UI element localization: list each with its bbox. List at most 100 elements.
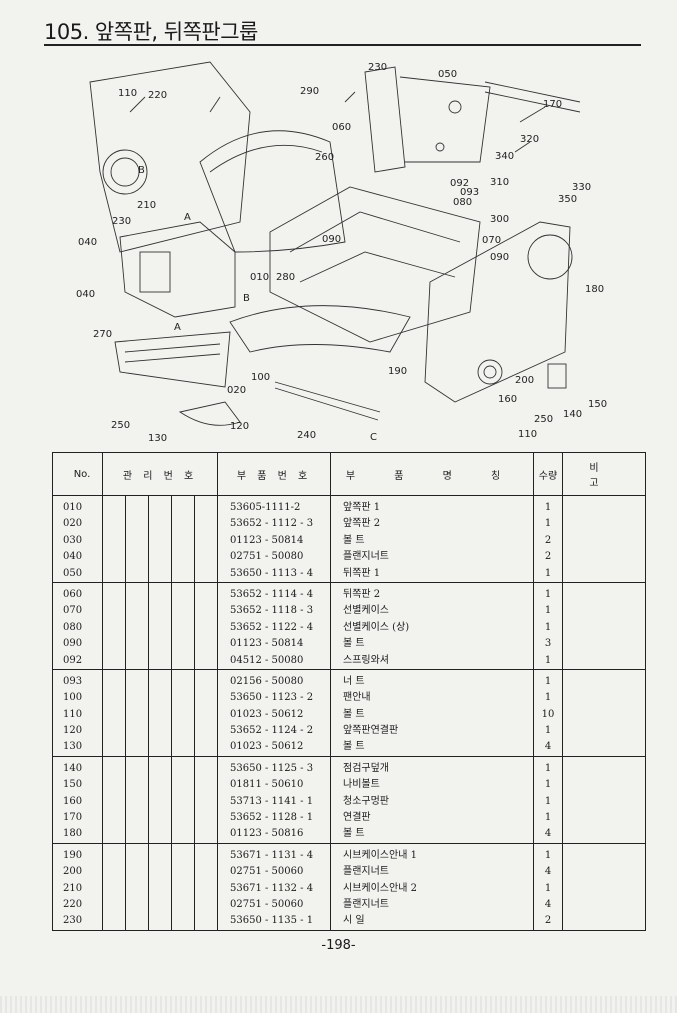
cell-no-value: 092 (63, 654, 83, 666)
cell-mgmt (194, 582, 218, 670)
svg-text:330: 330 (572, 182, 591, 193)
svg-text:220: 220 (148, 90, 167, 101)
svg-text:092: 092 (450, 178, 469, 189)
cell-part-no-value: 01023 - 50612 (230, 741, 304, 753)
cell-no-value: 160 (63, 795, 83, 807)
cell-part-no-value: 02751 - 50060 (230, 866, 304, 878)
cell-mgmt (194, 843, 218, 931)
cell-mgmt (102, 669, 126, 757)
cell-no-value: 140 (63, 762, 83, 774)
cell-qty-value: 1 (544, 654, 552, 666)
svg-text:310: 310 (490, 177, 509, 188)
cell-part-name-value: 볼 트 (343, 534, 365, 546)
cell-qty-value: 1 (544, 588, 552, 600)
cell-part-no-value: 53652 - 1124 - 2 (230, 725, 314, 737)
col-mgmt-header: 관 리 번 호 (102, 452, 218, 496)
cell-qty-value: 1 (544, 812, 552, 824)
cell-mgmt (125, 756, 149, 844)
svg-text:110: 110 (118, 88, 137, 99)
svg-text:340: 340 (495, 151, 514, 162)
svg-text:150: 150 (588, 399, 607, 410)
svg-text:230: 230 (368, 62, 387, 73)
cell-qty-value: 1 (544, 795, 552, 807)
cell-qty-value: 1 (544, 692, 552, 704)
cell-no-value: 220 (63, 898, 83, 910)
svg-text:320: 320 (520, 134, 539, 145)
cell-part-no-value: 53652 - 1112 - 3 (230, 518, 314, 530)
svg-text:070: 070 (482, 235, 501, 246)
cell-mgmt (194, 756, 218, 844)
cell-no-value: 040 (63, 551, 83, 563)
cell-mgmt (171, 756, 195, 844)
svg-text:A: A (174, 322, 181, 333)
svg-text:020: 020 (227, 385, 246, 396)
cell-part-no-value: 53652 - 1122 - 4 (230, 621, 314, 633)
cell-mgmt (171, 669, 195, 757)
svg-text:100: 100 (251, 372, 270, 383)
cell-no-value: 130 (63, 741, 83, 753)
cell-no-value: 030 (63, 534, 83, 546)
svg-text:090: 090 (322, 234, 341, 245)
cell-part-name-value: 앞쪽판 2 (343, 518, 381, 530)
cell-part-name-value: 팬안내 (343, 692, 371, 704)
cell-part-name-value: 나비볼트 (343, 779, 380, 791)
col-part-name-header: 부 품 명 칭 (330, 452, 534, 496)
page-title: 105. 앞쪽판, 뒤쪽판그룹 (44, 20, 258, 44)
cell-qty-value: 1 (544, 675, 552, 687)
cell-part-name-value: 너 트 (343, 675, 365, 687)
cell-qty-value: 1 (544, 567, 552, 579)
cell-part-no-value: 53671 - 1132 - 4 (230, 882, 314, 894)
cell-mgmt (125, 669, 149, 757)
cell-qty-value: 1 (544, 882, 552, 894)
cell-qty-value: 1 (544, 605, 552, 617)
cell-no-value: 110 (63, 708, 83, 720)
cell-part-no-value: 01123 - 50816 (230, 828, 304, 840)
cell-qty-value: 1 (544, 502, 552, 513)
svg-text:190: 190 (388, 366, 407, 377)
cell-part-no-value: 53713 - 1141 - 1 (230, 795, 314, 807)
cell-part-name-value: 플랜지너트 (343, 551, 389, 563)
cell-part-no-value: 53650 - 1125 - 3 (230, 762, 314, 774)
cell-mgmt (102, 582, 126, 670)
cell-no-value: 093 (63, 675, 83, 687)
svg-text:230: 230 (112, 216, 131, 227)
svg-text:060: 060 (332, 122, 351, 133)
cell-part-no-value: 53605-1111-2 (230, 502, 301, 513)
cell-mgmt (148, 582, 172, 670)
cell-qty-value: 1 (544, 725, 552, 737)
svg-text:B: B (243, 293, 250, 304)
col-note-header: 비 고 (562, 452, 646, 496)
cell-part-name-value: 볼 트 (343, 638, 365, 650)
cell-part-name-value: 청소구멍판 (343, 795, 389, 807)
cell-part-name-value: 스프링와셔 (343, 654, 389, 666)
cell-qty-value: 1 (544, 518, 552, 530)
cell-no-value: 010 (63, 502, 83, 513)
cell-mgmt (125, 843, 149, 931)
cell-qty-value: 4 (544, 898, 552, 910)
cell-part-no-value: 01123 - 50814 (230, 638, 304, 650)
cell-part-name-value: 플랜지너트 (343, 898, 389, 910)
cell-part-name-value: 시 일 (343, 915, 365, 927)
cell-part-name-value: 볼 트 (343, 741, 365, 753)
svg-text:270: 270 (93, 329, 112, 340)
cell-qty-value: 10 (541, 708, 555, 720)
cell-no-value: 020 (63, 518, 83, 530)
cell-mgmt (171, 495, 195, 583)
svg-text:010: 010 (250, 272, 269, 283)
cell-mgmt (125, 495, 149, 583)
cell-no-value: 150 (63, 779, 83, 791)
cell-part-name-value: 선별케이스 (상) (343, 621, 410, 633)
